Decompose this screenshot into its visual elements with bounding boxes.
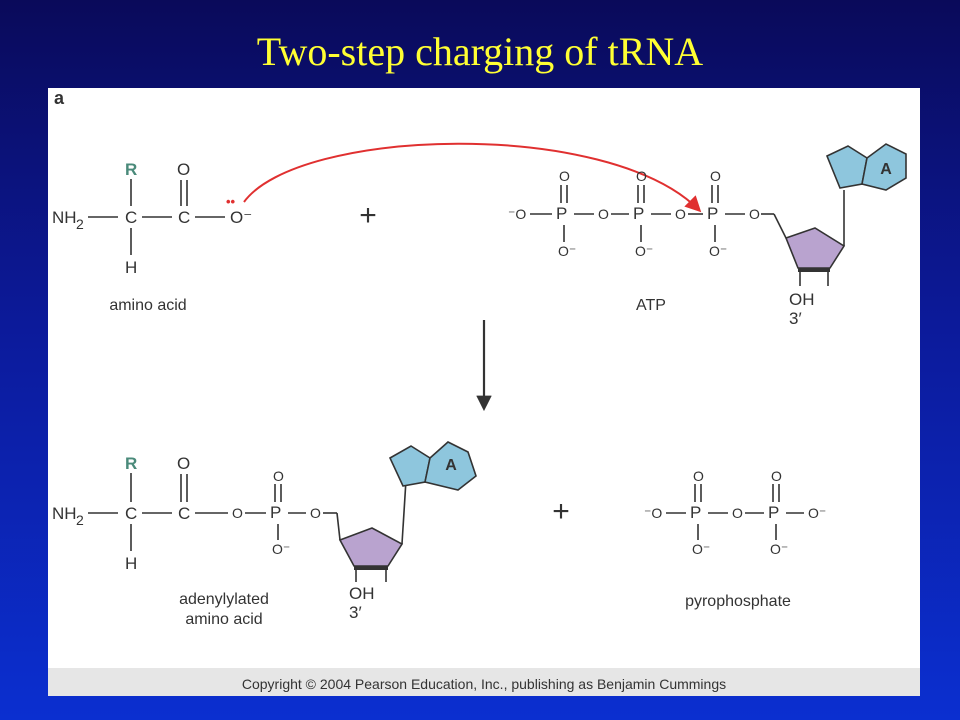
atp-ribose-ring xyxy=(784,227,846,269)
carbonyl-oxygen: O xyxy=(177,160,190,179)
atp-terminal-oxygen: ⁻O xyxy=(508,206,526,222)
svg-text:O⁻: O⁻ xyxy=(272,541,290,557)
adenylylated-amino-acid-structure: NH 2 C R H C O O P O O⁻ O OH 3′ A xyxy=(52,441,477,622)
svg-text:⁻O: ⁻O xyxy=(644,505,662,521)
svg-text:O⁻: O⁻ xyxy=(709,243,727,259)
pyrophosphate-label: pyrophosphate xyxy=(685,593,791,610)
amino-acid-structure: NH 2 C R H C O O⁻ •• xyxy=(52,160,252,277)
svg-text:P: P xyxy=(768,503,779,522)
plus-sign-bottom: + xyxy=(552,495,570,528)
amino-acid-label: amino acid xyxy=(109,297,186,314)
reaction-diagram: a NH 2 C R H C O O⁻ •• amino acid + ⁻O P… xyxy=(48,88,920,696)
pyrophosphate-structure: ⁻O P O O⁻ O P O O⁻ O⁻ xyxy=(644,468,826,557)
plus-sign-top: + xyxy=(359,199,377,232)
atp-adenine-label: A xyxy=(880,161,892,178)
svg-text:O: O xyxy=(710,168,721,184)
atp-hydroxyl: OH xyxy=(789,290,815,309)
svg-text:O: O xyxy=(693,468,704,484)
svg-text:O: O xyxy=(598,206,609,222)
amine-subscript: 2 xyxy=(76,216,84,232)
atp-3prime: 3′ xyxy=(789,309,802,328)
adenylyl-adenine-five-ring xyxy=(388,445,431,487)
svg-text:O: O xyxy=(273,468,284,484)
adenylyl-ribose-ring xyxy=(338,527,404,567)
atp-structure: ⁻O P O O⁻ O P O O⁻ O P O O⁻ O xyxy=(508,143,907,328)
carboxylate-oxygen: O⁻ xyxy=(230,208,252,227)
carboxyl-carbon: C xyxy=(178,208,190,227)
svg-text:A: A xyxy=(445,457,457,474)
amine-nh: NH xyxy=(52,208,77,227)
adenylyl-phosphorus: P xyxy=(270,503,281,522)
atp-adenine-six-ring xyxy=(861,143,907,191)
svg-text:C: C xyxy=(178,504,190,523)
svg-text:3′: 3′ xyxy=(349,603,362,622)
svg-text:P: P xyxy=(690,503,701,522)
svg-text:OH: OH xyxy=(349,584,375,603)
svg-text:O: O xyxy=(177,454,190,473)
diagram-panel: a NH 2 C R H C O O⁻ •• amino acid + ⁻O P… xyxy=(48,88,920,696)
svg-text:NH: NH xyxy=(52,504,77,523)
svg-text:O: O xyxy=(732,505,743,521)
svg-text:H: H xyxy=(125,554,137,573)
phosphorus-gamma: P xyxy=(556,204,567,223)
panel-letter: a xyxy=(54,88,65,108)
svg-text:C: C xyxy=(125,504,137,523)
copyright-text: Copyright © 2004 Pearson Education, Inc.… xyxy=(242,676,726,692)
svg-text:O: O xyxy=(749,206,760,222)
svg-text:O: O xyxy=(232,505,243,521)
svg-text:O⁻: O⁻ xyxy=(558,243,576,259)
atp-label: ATP xyxy=(636,297,666,314)
svg-text:2: 2 xyxy=(76,512,84,528)
svg-text:O: O xyxy=(675,206,686,222)
svg-text:R: R xyxy=(125,454,137,473)
adenylylated-label-line2: amino acid xyxy=(185,611,262,628)
svg-text:O⁻: O⁻ xyxy=(635,243,653,259)
slide-title: Two-step charging of tRNA xyxy=(256,29,704,74)
phosphorus-beta: P xyxy=(633,204,644,223)
lone-pair-dots: •• xyxy=(226,194,236,209)
copyright-bar xyxy=(48,668,920,696)
nucleophilic-attack-arrow xyxy=(243,142,702,213)
alpha-carbon: C xyxy=(125,208,137,227)
svg-text:O: O xyxy=(559,168,570,184)
svg-text:O: O xyxy=(771,468,782,484)
svg-text:O⁻: O⁻ xyxy=(808,505,826,521)
svg-text:O⁻: O⁻ xyxy=(770,541,788,557)
phosphorus-alpha: P xyxy=(707,204,718,223)
svg-text:O: O xyxy=(636,168,647,184)
adenylyl-adenine-six-ring xyxy=(424,441,477,491)
atp-adenine-five-ring xyxy=(825,145,868,189)
svg-text:O⁻: O⁻ xyxy=(692,541,710,557)
svg-text:O: O xyxy=(310,505,321,521)
adenylylated-label-line1: adenylylated xyxy=(179,591,269,608)
alpha-hydrogen: H xyxy=(125,258,137,277)
r-group: R xyxy=(125,160,137,179)
